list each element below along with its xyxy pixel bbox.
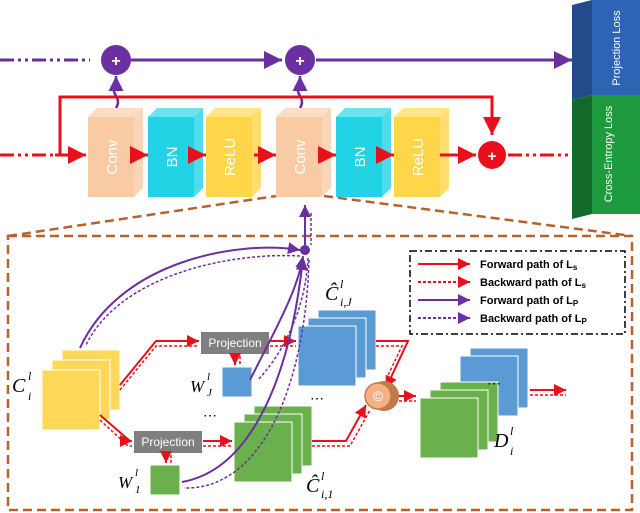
layer-label: ReLU — [410, 138, 427, 176]
layer-block-bn-5: BN — [336, 108, 391, 197]
svg-text:Projection Loss: Projection Loss — [611, 10, 623, 86]
svg-text:Ĉ: Ĉ — [325, 281, 339, 305]
legend: Forward path of Ls Backward path of Ls For… — [409, 250, 626, 335]
projection-path-top — [0, 51, 572, 109]
svg-text:l: l — [135, 467, 138, 479]
svg-text:+: + — [295, 53, 304, 70]
weight-W-1 — [149, 464, 181, 496]
svg-text:©: © — [373, 388, 384, 404]
layer-label: BN — [164, 147, 181, 168]
svg-text:l: l — [510, 424, 514, 438]
layer-label: Conv — [104, 139, 121, 175]
layer-block-relu-3: ReLU — [206, 108, 261, 197]
legend-item-4: Backward path of LP — [418, 312, 587, 326]
feature-map-C — [41, 349, 121, 431]
label-C-hat-1: Ĉ l i,1 — [306, 469, 333, 501]
add-node-1: + — [101, 45, 131, 75]
svg-text:J: J — [207, 387, 213, 399]
legend-item-2: Backward path of Ls — [418, 276, 586, 290]
layer-label: ReLU — [222, 138, 239, 176]
svg-text:D: D — [493, 430, 509, 452]
svg-text:i,1: i,1 — [321, 487, 333, 501]
legend-label: Forward path of LP — [480, 295, 579, 308]
add-node-output: + — [478, 141, 506, 169]
svg-text:Ĉ: Ĉ — [306, 473, 320, 497]
projection-loss-box: Projection Loss — [572, 0, 640, 100]
weight-W-J — [221, 366, 253, 398]
legend-label: Backward path of Ls — [480, 277, 586, 290]
svg-text:l: l — [340, 277, 344, 291]
svg-text:l: l — [28, 369, 32, 383]
layer-block-conv-4: Conv — [276, 108, 331, 197]
svg-text:1: 1 — [135, 484, 141, 496]
cross-entropy-loss-box: Cross-Entropy Loss — [572, 95, 640, 219]
zoom-frame — [6, 194, 634, 512]
svg-text:Projection: Projection — [208, 336, 261, 350]
label-C: C l i — [12, 369, 32, 403]
ellipsis-w: ⋯ — [203, 407, 217, 423]
label-W-1: W l 1 — [118, 467, 141, 496]
svg-text:+: + — [111, 53, 120, 70]
projection-box-1: Projection — [134, 431, 202, 453]
svg-text:l: l — [207, 371, 210, 383]
feature-map-D: ⋯ — [419, 347, 529, 459]
detail-forward-paths — [99, 335, 566, 463]
ellipsis-c: ⋯ — [310, 390, 324, 406]
label-D: D l i — [493, 424, 514, 458]
forward-path-top — [0, 95, 572, 164]
add-node-2: + — [285, 45, 315, 75]
detail-projection-paths — [79, 205, 312, 489]
svg-text:C: C — [12, 375, 26, 397]
label-C-hat-J: Ĉ l i,J — [325, 277, 352, 309]
svg-text:+: + — [488, 148, 497, 165]
svg-text:l: l — [321, 469, 325, 483]
layer-label: Conv — [292, 139, 309, 175]
legend-label: Forward path of Ls — [480, 259, 578, 272]
layer-block-bn-2: BN — [148, 108, 203, 197]
feature-map-C-hat-1 — [233, 405, 313, 483]
svg-text:W: W — [190, 377, 206, 396]
legend-item-3: Forward path of LP — [418, 294, 579, 308]
svg-text:W: W — [118, 473, 134, 492]
feature-map-C-hat-J — [297, 309, 377, 387]
projection-box-J: Projection — [201, 332, 269, 354]
svg-text:⋯: ⋯ — [487, 375, 501, 391]
concat-node: © — [364, 381, 399, 411]
layer-block-conv-1: Conv — [88, 108, 143, 197]
layer-label: BN — [352, 147, 369, 168]
legend-item-1: Forward path of Ls — [418, 258, 578, 272]
legend-label: Backward path of LP — [480, 313, 587, 326]
svg-text:Projection: Projection — [141, 435, 194, 449]
svg-text:i: i — [28, 389, 31, 403]
label-W-J: W l J — [190, 371, 213, 399]
svg-text:i,J: i,J — [340, 295, 352, 309]
svg-text:Cross-Entropy Loss: Cross-Entropy Loss — [603, 105, 615, 202]
svg-text:i: i — [510, 444, 513, 458]
layer-block-relu-6: ReLU — [394, 108, 449, 197]
